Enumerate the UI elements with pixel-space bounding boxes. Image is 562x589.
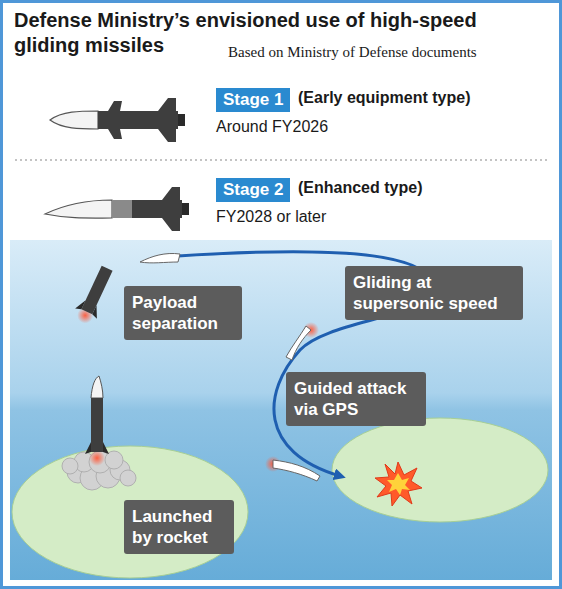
glide-vehicle	[265, 456, 320, 481]
box-text: Launched by rocket	[132, 506, 226, 548]
separator	[15, 159, 547, 160]
booster-falling-part	[75, 298, 102, 319]
smoke-cloud-part	[105, 451, 123, 469]
stage-box: Stage 1	[216, 88, 290, 112]
smoke-cloud-part	[120, 470, 136, 486]
callout-box: Launched by rocket	[124, 500, 234, 554]
launch-rocket-part	[89, 450, 105, 466]
glide-vehicle-part	[273, 460, 320, 481]
missile-stage1-part	[98, 111, 178, 129]
glide-vehicle-part	[140, 253, 180, 262]
callout-box: Gliding at supersonic speed	[345, 266, 523, 320]
stage-box: Stage 2	[216, 178, 290, 202]
missile-stage1-part	[50, 111, 98, 129]
missile-stage2-part	[162, 187, 180, 231]
missile-stage2	[45, 187, 189, 231]
explosion-part	[387, 473, 410, 495]
missile-stage2-part	[132, 200, 182, 218]
date-label: FY2028 or later	[216, 208, 326, 226]
smoke-cloud-part	[62, 458, 78, 474]
launch-rocket	[85, 376, 109, 466]
launch-island	[12, 446, 248, 578]
source-note: Based on Ministry of Defense documents	[228, 44, 477, 61]
missile-stage2-part	[112, 200, 132, 218]
missile-stage1-part	[158, 98, 176, 142]
box-text: Gliding at supersonic speed	[353, 272, 515, 314]
callout-box: Payload separation	[124, 286, 242, 340]
booster-falling	[71, 263, 118, 328]
target-island	[332, 418, 548, 522]
glide-vehicle	[286, 322, 319, 360]
launch-rocket-part	[85, 442, 109, 454]
box-text: Guided attack via GPS	[294, 378, 418, 420]
smoke-cloud	[62, 451, 136, 490]
missile-stage1-part	[178, 114, 185, 126]
launch-rocket-part	[91, 398, 103, 452]
box-text: Stage 1	[223, 90, 283, 110]
type-label: (Enhanced type)	[298, 179, 422, 197]
explosion-part	[375, 462, 422, 506]
date-label: Around FY2026	[216, 118, 328, 136]
launch-rocket-part	[91, 376, 103, 398]
sky-sea	[10, 240, 552, 580]
booster-falling-part	[81, 266, 112, 315]
type-label: (Early equipment type)	[298, 89, 470, 107]
box-text: Payload separation	[132, 292, 234, 334]
glide-vehicle	[140, 253, 180, 262]
explosion	[375, 462, 422, 506]
glide-vehicle-part	[286, 326, 311, 360]
missile-stage2-part	[45, 200, 112, 218]
missile-stage1-part	[108, 101, 122, 139]
missile-stage2-part	[182, 203, 189, 215]
callout-box: Guided attack via GPS	[286, 372, 426, 426]
missile-stage1	[50, 98, 185, 142]
box-text: Stage 2	[223, 180, 283, 200]
